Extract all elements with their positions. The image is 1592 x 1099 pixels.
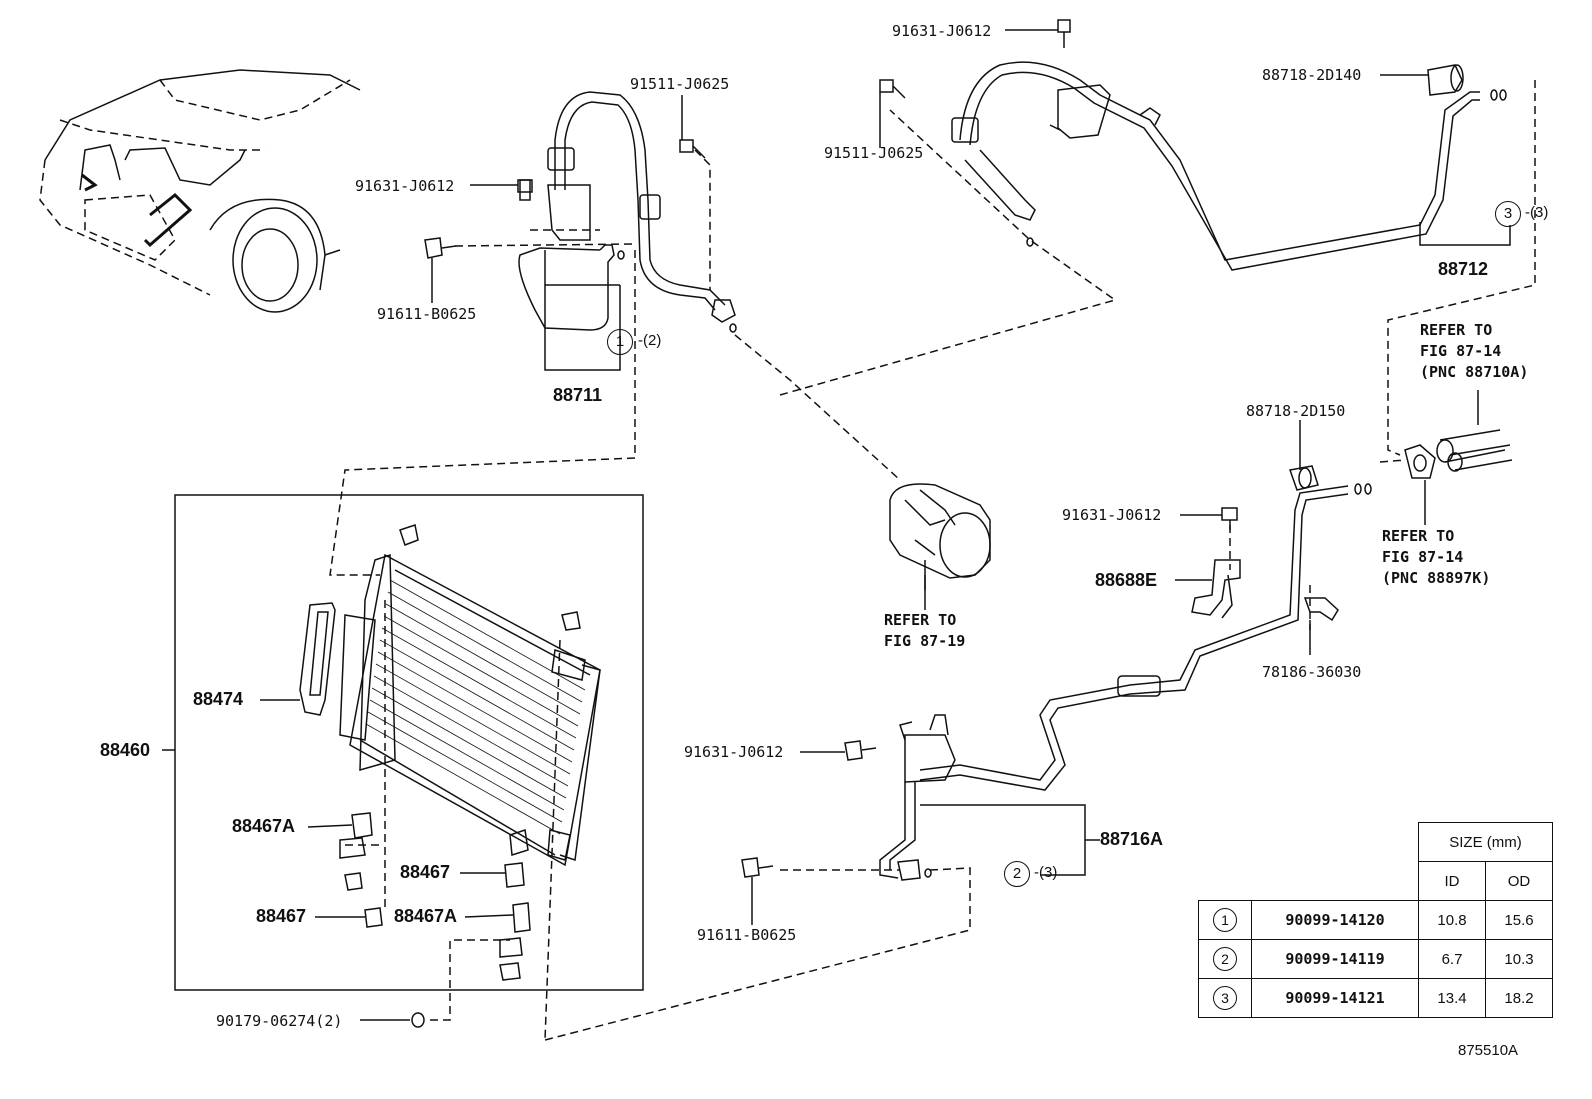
- row-number: 3: [1213, 986, 1237, 1010]
- label-91611-B0625-upper: 91611-B0625: [377, 305, 477, 323]
- label-88460: 88460: [100, 740, 151, 760]
- table-row: 1 90099-14120 10.8 15.6: [1198, 900, 1553, 940]
- condenser-frame: [174, 494, 644, 991]
- part-number-cell: 90099-14121: [1251, 978, 1419, 1018]
- ref-fig-87-14-88897K: REFER TO FIG 87-14 (PNC 88897K): [1382, 526, 1490, 589]
- label-88467A-left: 88467A: [232, 816, 296, 836]
- col-od-header: OD: [1485, 861, 1553, 901]
- table-row: 3 90099-14121 13.4 18.2: [1198, 978, 1553, 1018]
- row-number: 2: [1213, 947, 1237, 971]
- label-91631-J0612-top: 91631-J0612: [892, 22, 992, 40]
- o-ring-size-table: SIZE (mm) ID OD 1 90099-14120 10.8 15.6 …: [1198, 822, 1553, 1018]
- table-header-row: SIZE (mm): [1199, 822, 1553, 862]
- part-number-cell: 90099-14120: [1251, 900, 1419, 940]
- ref-87-14a-line3: (PNC 88710A): [1420, 363, 1529, 381]
- label-88467A-right: 88467A: [394, 906, 458, 926]
- receiver-88474: [299, 602, 336, 716]
- ref-fig-87-19: REFER TO FIG 87-19: [884, 610, 965, 652]
- label-91631-J0612-lower: 91631-J0612: [684, 743, 784, 761]
- ref-87-14b-line2: FIG 87-14: [1382, 548, 1464, 566]
- od-cell: 18.2: [1485, 978, 1553, 1018]
- hose-88712: [951, 61, 1507, 271]
- callout-3: 3: [1495, 201, 1521, 227]
- table-subheader-row: ID OD: [1199, 861, 1553, 901]
- vehicle-outline: [39, 69, 361, 313]
- od-cell: 10.3: [1485, 939, 1553, 979]
- table-row: 2 90099-14119 6.7 10.3: [1198, 939, 1553, 979]
- clamp-78186: [1303, 597, 1339, 622]
- label-91631-J0612-left: 91631-J0612: [355, 177, 455, 195]
- callout-1-qty: -(2): [638, 332, 662, 349]
- label-88688E: 88688E: [1095, 570, 1158, 590]
- id-cell: 13.4: [1418, 978, 1486, 1018]
- label-88467-right: 88467: [400, 862, 451, 882]
- fitting-88718-2D150: [1289, 465, 1319, 491]
- id-cell: 10.8: [1418, 900, 1486, 940]
- pipe-ends-87-14: [1404, 429, 1513, 479]
- row-number: 1: [1213, 908, 1237, 932]
- condenser: [339, 524, 601, 867]
- label-91611-B0625-lower: 91611-B0625: [697, 926, 797, 944]
- label-91631-J0612-right: 91631-J0612: [1062, 506, 1162, 524]
- label-91511-J0625-left: 91511-J0625: [630, 75, 730, 93]
- bolts: [411, 19, 1238, 1028]
- label-88711: 88711: [553, 385, 603, 405]
- label-88718-2D140: 88718-2D140: [1262, 66, 1362, 84]
- hose-88716A: [879, 483, 1372, 881]
- size-header: SIZE (mm): [1418, 822, 1553, 862]
- callout-2: 2: [1004, 861, 1030, 887]
- label-78186-36030: 78186-36030: [1262, 663, 1362, 681]
- hose-88711: [518, 91, 737, 333]
- id-cell: 6.7: [1418, 939, 1486, 979]
- part-number-cell: 90099-14119: [1251, 939, 1419, 979]
- ref-87-14a-line2: FIG 87-14: [1420, 342, 1502, 360]
- leader-lines: [329, 80, 1536, 1041]
- ref-87-14a-line1: REFER TO: [1420, 321, 1493, 339]
- ref-fig-87-14-88710A: REFER TO FIG 87-14 (PNC 88710A): [1420, 320, 1528, 383]
- callout-3-qty: -(3): [1525, 204, 1549, 221]
- ref-87-19-line1: REFER TO: [884, 611, 957, 629]
- bracket-88688E: [1191, 559, 1241, 619]
- label-88712: 88712: [1438, 259, 1489, 279]
- col-id-header: ID: [1418, 861, 1486, 901]
- label-88718-2D150: 88718-2D150: [1246, 402, 1346, 420]
- figure-code: 875510A: [1458, 1042, 1519, 1059]
- callout-1: 1: [607, 329, 633, 355]
- ref-87-19-line2: FIG 87-19: [884, 632, 966, 650]
- ref-87-14b-line1: REFER TO: [1382, 527, 1455, 545]
- ref-87-14b-line3: (PNC 88897K): [1382, 569, 1491, 587]
- label-88716A: 88716A: [1100, 829, 1164, 849]
- label-90179-06274: 90179-06274(2): [216, 1012, 343, 1030]
- label-88474: 88474: [193, 689, 244, 709]
- od-cell: 15.6: [1485, 900, 1553, 940]
- brackets: [339, 812, 531, 981]
- label-leaders: [162, 29, 1511, 1021]
- compressor: [889, 483, 991, 590]
- callout-2-qty: -(3): [1034, 864, 1058, 881]
- label-88467-left: 88467: [256, 906, 307, 926]
- label-91511-J0625-right: 91511-J0625: [824, 144, 924, 162]
